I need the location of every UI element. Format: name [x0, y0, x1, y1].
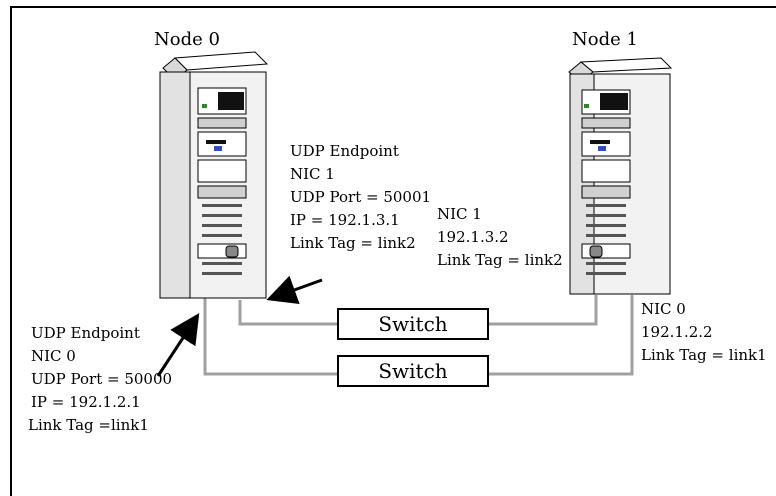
switch-link2: Switch	[337, 308, 489, 340]
node1-nic1-info: NIC 1 192.1.3.2 Link Tag = link2	[437, 203, 563, 272]
text-line: Link Tag = link2	[437, 251, 563, 269]
wire-node1-nic0	[489, 295, 634, 376]
server-tower-node1	[568, 57, 673, 295]
node0-nic1-info: UDP Endpoint NIC 1 UDP Port = 50001 IP =…	[290, 140, 431, 255]
node1-nic0-info: NIC 0 192.1.2.2 Link Tag = link1	[641, 298, 767, 367]
arrow-to-nic1	[266, 275, 323, 304]
text-line: Link Tag =link1	[28, 416, 149, 434]
text-line: NIC 0	[31, 347, 76, 365]
text-line: Link Tag = link1	[641, 346, 767, 364]
text-line: NIC 1	[437, 205, 482, 223]
diagram-frame	[10, 6, 776, 496]
wire-node0-nic1	[238, 300, 337, 326]
wire-node0-nic0	[203, 298, 337, 376]
text-line: IP = 192.1.2.1	[31, 393, 141, 411]
text-line: UDP Endpoint	[290, 142, 399, 160]
text-line: NIC 1	[290, 165, 335, 183]
text-line: IP = 192.1.3.1	[290, 211, 400, 229]
node0-title: Node 0	[154, 29, 220, 50]
text-line: Link Tag = link2	[290, 234, 416, 252]
server-tower-node0	[159, 51, 269, 299]
arrow-to-nic0	[156, 312, 200, 377]
wire-node1-nic1	[489, 295, 598, 326]
text-line: 192.1.3.2	[437, 228, 509, 246]
text-line: 192.1.2.2	[641, 323, 713, 341]
text-line: UDP Endpoint	[31, 324, 140, 342]
text-line: UDP Port = 50001	[290, 188, 432, 206]
text-line: UDP Port = 50000	[31, 370, 173, 388]
switch-link1: Switch	[337, 355, 489, 387]
text-line: NIC 0	[641, 300, 686, 318]
node1-title: Node 1	[572, 29, 638, 50]
node0-nic0-info: UDP Endpoint NIC 0 UDP Port = 50000 IP =…	[28, 322, 172, 437]
